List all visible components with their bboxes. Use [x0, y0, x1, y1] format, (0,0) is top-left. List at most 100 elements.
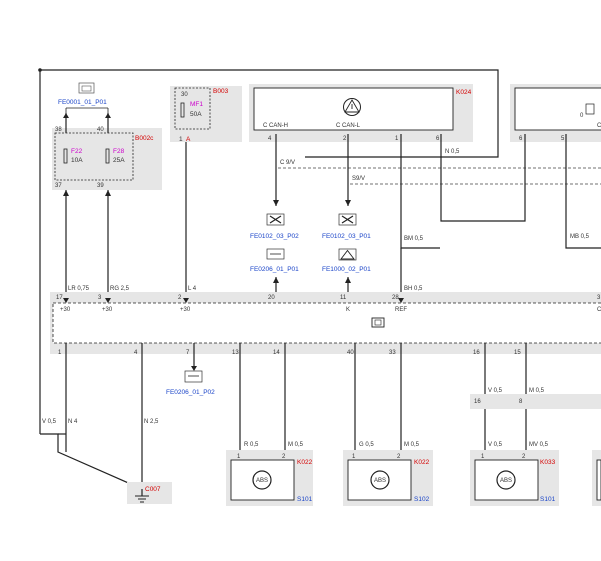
control-unit[interactable]: 17 3 2 20 11 28 3 +30 +30 +30 K REF C 1 … — [50, 292, 601, 356]
module-icon — [585, 103, 595, 115]
svg-text:M 0,5: M 0,5 — [288, 442, 304, 448]
k024-module[interactable]: K024 C CAN-H C CAN-L 4 2 1 6 — [249, 84, 473, 142]
sensor-k022-s102[interactable]: ABS K022 S102 1 2 G 0,5 M 0,5 — [343, 442, 433, 506]
svg-text:1: 1 — [395, 136, 399, 142]
svg-text:2: 2 — [397, 454, 401, 460]
svg-text:0: 0 — [580, 113, 584, 119]
svg-text:FE0102_03_P01: FE0102_03_P01 — [322, 233, 371, 240]
svg-text:S102: S102 — [414, 496, 430, 503]
svg-text:8: 8 — [519, 399, 523, 405]
svg-text:16: 16 — [474, 399, 481, 405]
svg-text:K022: K022 — [297, 459, 313, 466]
svg-text:C CAN-H: C CAN-H — [263, 123, 288, 129]
svg-text:N 4: N 4 — [68, 419, 78, 425]
svg-text:FE1000_02_P01: FE1000_02_P01 — [322, 266, 371, 273]
svg-text:ABS: ABS — [500, 478, 512, 484]
fe0206-b-reference[interactable]: FE0206_01_P02 — [166, 370, 215, 396]
svg-text:25A: 25A — [113, 157, 125, 164]
svg-text:B002c: B002c — [135, 135, 154, 142]
svg-text:17: 17 — [56, 295, 63, 301]
svg-text:REF: REF — [395, 307, 407, 313]
svg-text:F28: F28 — [113, 148, 125, 155]
svg-text:C: C — [597, 123, 601, 129]
svg-text:40: 40 — [347, 350, 354, 356]
svg-text:6: 6 — [519, 136, 523, 142]
svg-text:F22: F22 — [71, 148, 83, 155]
c007-ground[interactable]: C007 — [127, 482, 172, 504]
svg-text:1: 1 — [352, 454, 356, 460]
svg-text:C007: C007 — [145, 486, 161, 493]
svg-text:16: 16 — [473, 350, 480, 356]
fe0102-a-reference[interactable]: FE0102_03_P02 — [250, 213, 299, 240]
svg-text:11: 11 — [340, 295, 347, 301]
b003-fuse-module[interactable]: 30 B003 MF1 50A 1 A — [170, 86, 242, 143]
svg-text:ABS: ABS — [256, 478, 268, 484]
svg-text:MV 0,5: MV 0,5 — [529, 442, 549, 448]
svg-text:10A: 10A — [71, 157, 83, 164]
sensor-k033-s101[interactable]: ABS K033 S101 1 2 V 0,5 MV 0,5 — [470, 442, 559, 506]
svg-text:FE0102_03_P02: FE0102_03_P02 — [250, 233, 299, 240]
fe0001-reference[interactable]: FE0001_01_P01 — [58, 82, 109, 113]
outer-frame-wire — [39, 69, 499, 434]
svg-text:M 0,5: M 0,5 — [404, 442, 420, 448]
svg-text:+30: +30 — [102, 307, 113, 313]
svg-text:RG 2,5: RG 2,5 — [110, 286, 130, 292]
svg-text:S9/V: S9/V — [352, 176, 365, 182]
fe1000-reference[interactable]: FE1000_02_P01 — [322, 248, 371, 273]
svg-text:BH 0,5: BH 0,5 — [404, 286, 423, 292]
svg-text:28: 28 — [392, 295, 399, 301]
svg-text:50A: 50A — [190, 111, 202, 118]
svg-text:MB 0,5: MB 0,5 — [570, 234, 590, 240]
svg-text:33: 33 — [389, 350, 396, 356]
b002c-fuse-module[interactable]: B002c 38 40 F22 10A F28 25A 37 39 — [52, 127, 162, 190]
svg-text:37: 37 — [55, 183, 62, 189]
svg-text:K: K — [346, 307, 350, 313]
svg-text:13: 13 — [232, 350, 239, 356]
svg-text:V 0,5: V 0,5 — [42, 419, 57, 425]
svg-text:30: 30 — [181, 92, 188, 98]
svg-text:6: 6 — [436, 136, 440, 142]
svg-text:1: 1 — [237, 454, 241, 460]
svg-text:K022: K022 — [414, 459, 430, 466]
svg-text:R 0,5: R 0,5 — [244, 442, 259, 448]
svg-text:1: 1 — [58, 350, 62, 356]
svg-text:C CAN-L: C CAN-L — [336, 123, 361, 129]
svg-text:K033: K033 — [540, 459, 556, 466]
connector-row[interactable]: 16 8 V 0,5 M 0,5 — [470, 388, 601, 409]
right-module[interactable]: 0 C 6 5 — [510, 84, 601, 142]
svg-text:15: 15 — [514, 350, 521, 356]
svg-text:38: 38 — [55, 127, 62, 133]
svg-text:N 0,5: N 0,5 — [445, 149, 460, 155]
svg-text:ABS: ABS — [374, 478, 386, 484]
svg-text:20: 20 — [268, 295, 275, 301]
svg-text:A: A — [186, 136, 191, 143]
fe0102-b-reference[interactable]: FE0102_03_P01 — [322, 213, 371, 240]
svg-text:40: 40 — [97, 127, 104, 133]
svg-text:3: 3 — [98, 295, 102, 301]
svg-text:V 0,5: V 0,5 — [488, 388, 503, 394]
svg-text:G 0,5: G 0,5 — [359, 442, 374, 448]
svg-text:L 4: L 4 — [188, 286, 197, 292]
svg-text:V 0,5: V 0,5 — [488, 442, 503, 448]
svg-text:FE0206_01_P01: FE0206_01_P01 — [250, 266, 299, 273]
svg-text:BM 0,5: BM 0,5 — [404, 236, 424, 242]
fe0206-a-reference[interactable]: FE0206_01_P01 — [250, 248, 299, 273]
svg-text:S101: S101 — [297, 496, 313, 503]
sensor-k022-s101[interactable]: ABS K022 S101 1 2 R 0,5 M 0,5 — [226, 442, 313, 506]
svg-text:C: C — [597, 307, 601, 313]
svg-text:N 2,5: N 2,5 — [144, 419, 159, 425]
svg-text:2: 2 — [343, 136, 347, 142]
svg-text:FE0001_01_P01: FE0001_01_P01 — [58, 99, 107, 106]
svg-text:+30: +30 — [60, 307, 71, 313]
svg-text:M 0,5: M 0,5 — [529, 388, 545, 394]
svg-text:7: 7 — [186, 350, 190, 356]
svg-text:39: 39 — [97, 183, 104, 189]
svg-text:K024: K024 — [456, 89, 472, 96]
svg-text:1: 1 — [179, 136, 183, 143]
svg-text:2: 2 — [178, 295, 182, 301]
svg-text:5: 5 — [561, 136, 565, 142]
svg-text:MF1: MF1 — [190, 101, 203, 108]
svg-text:3: 3 — [597, 295, 601, 301]
svg-text:4: 4 — [268, 136, 272, 142]
svg-text:LR 0,75: LR 0,75 — [68, 286, 90, 292]
